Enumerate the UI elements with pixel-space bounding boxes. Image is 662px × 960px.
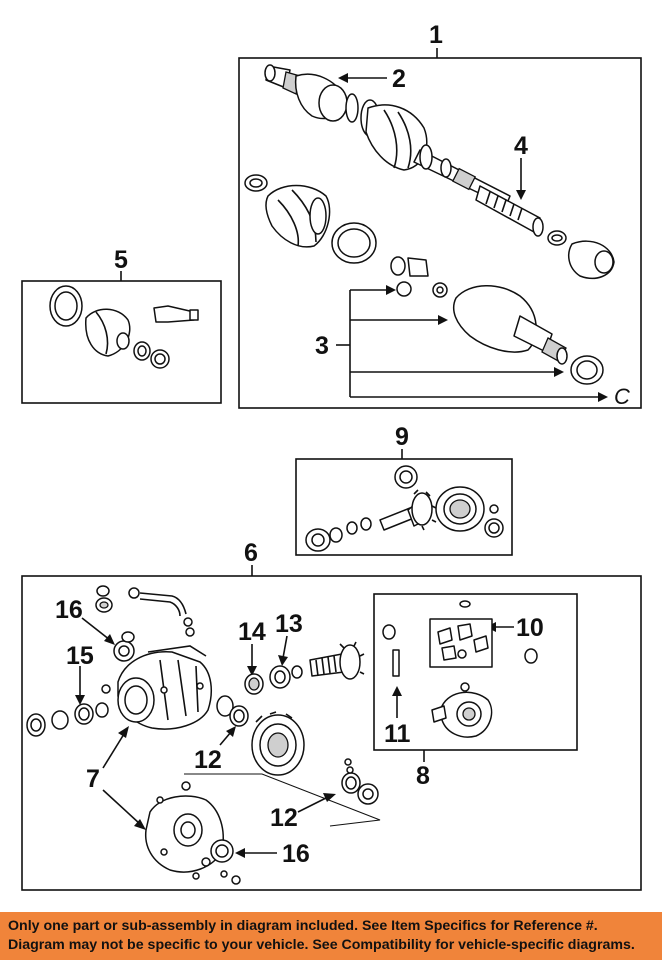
callout-4: 4 <box>514 132 528 160</box>
box-pinion-kit <box>295 458 513 556</box>
callout-2: 2 <box>392 65 406 93</box>
disclaimer-banner: Only one part or sub-assembly in diagram… <box>0 912 662 960</box>
callout-10: 10 <box>516 614 544 642</box>
pinion-kit-parts <box>305 465 504 552</box>
callout-8: 8 <box>416 762 430 790</box>
leader-lines <box>75 48 608 858</box>
callout-3: 3 <box>315 332 329 360</box>
boot-kit-parts <box>49 285 199 369</box>
callout-16-top: 16 <box>55 596 83 624</box>
callout-12-lower: 12 <box>270 804 298 832</box>
disclaimer-line-1: Only one part or sub-assembly in diagram… <box>8 918 598 934</box>
callout-14: 14 <box>238 618 266 646</box>
callout-5: 5 <box>114 246 128 274</box>
axle-shaft-assembly <box>244 64 615 385</box>
callout-11: 11 <box>384 720 411 748</box>
callout-7: 7 <box>86 765 100 793</box>
differential-parts <box>26 585 538 885</box>
callout-labels: 1 2 4 5 3 C 9 6 16 14 13 10 15 11 12 7 8… <box>55 21 630 868</box>
parts-diagram: 1 2 4 5 3 C 9 6 16 14 13 10 15 11 12 7 8… <box>21 21 642 891</box>
callout-15: 15 <box>66 642 94 670</box>
callout-6: 6 <box>244 539 258 567</box>
box-axle-assembly <box>238 57 642 409</box>
callout-16-lower: 16 <box>282 840 310 868</box>
disclaimer-line-2: Diagram may not be specific to your vehi… <box>8 937 635 953</box>
callout-c: C <box>614 384 630 409</box>
callout-1: 1 <box>429 21 443 49</box>
callout-9: 9 <box>395 423 409 451</box>
callout-13: 13 <box>275 610 303 638</box>
box-differential-assembly <box>21 575 642 891</box>
box-differential-case <box>373 593 578 751</box>
callout-12-mid: 12 <box>194 746 222 774</box>
